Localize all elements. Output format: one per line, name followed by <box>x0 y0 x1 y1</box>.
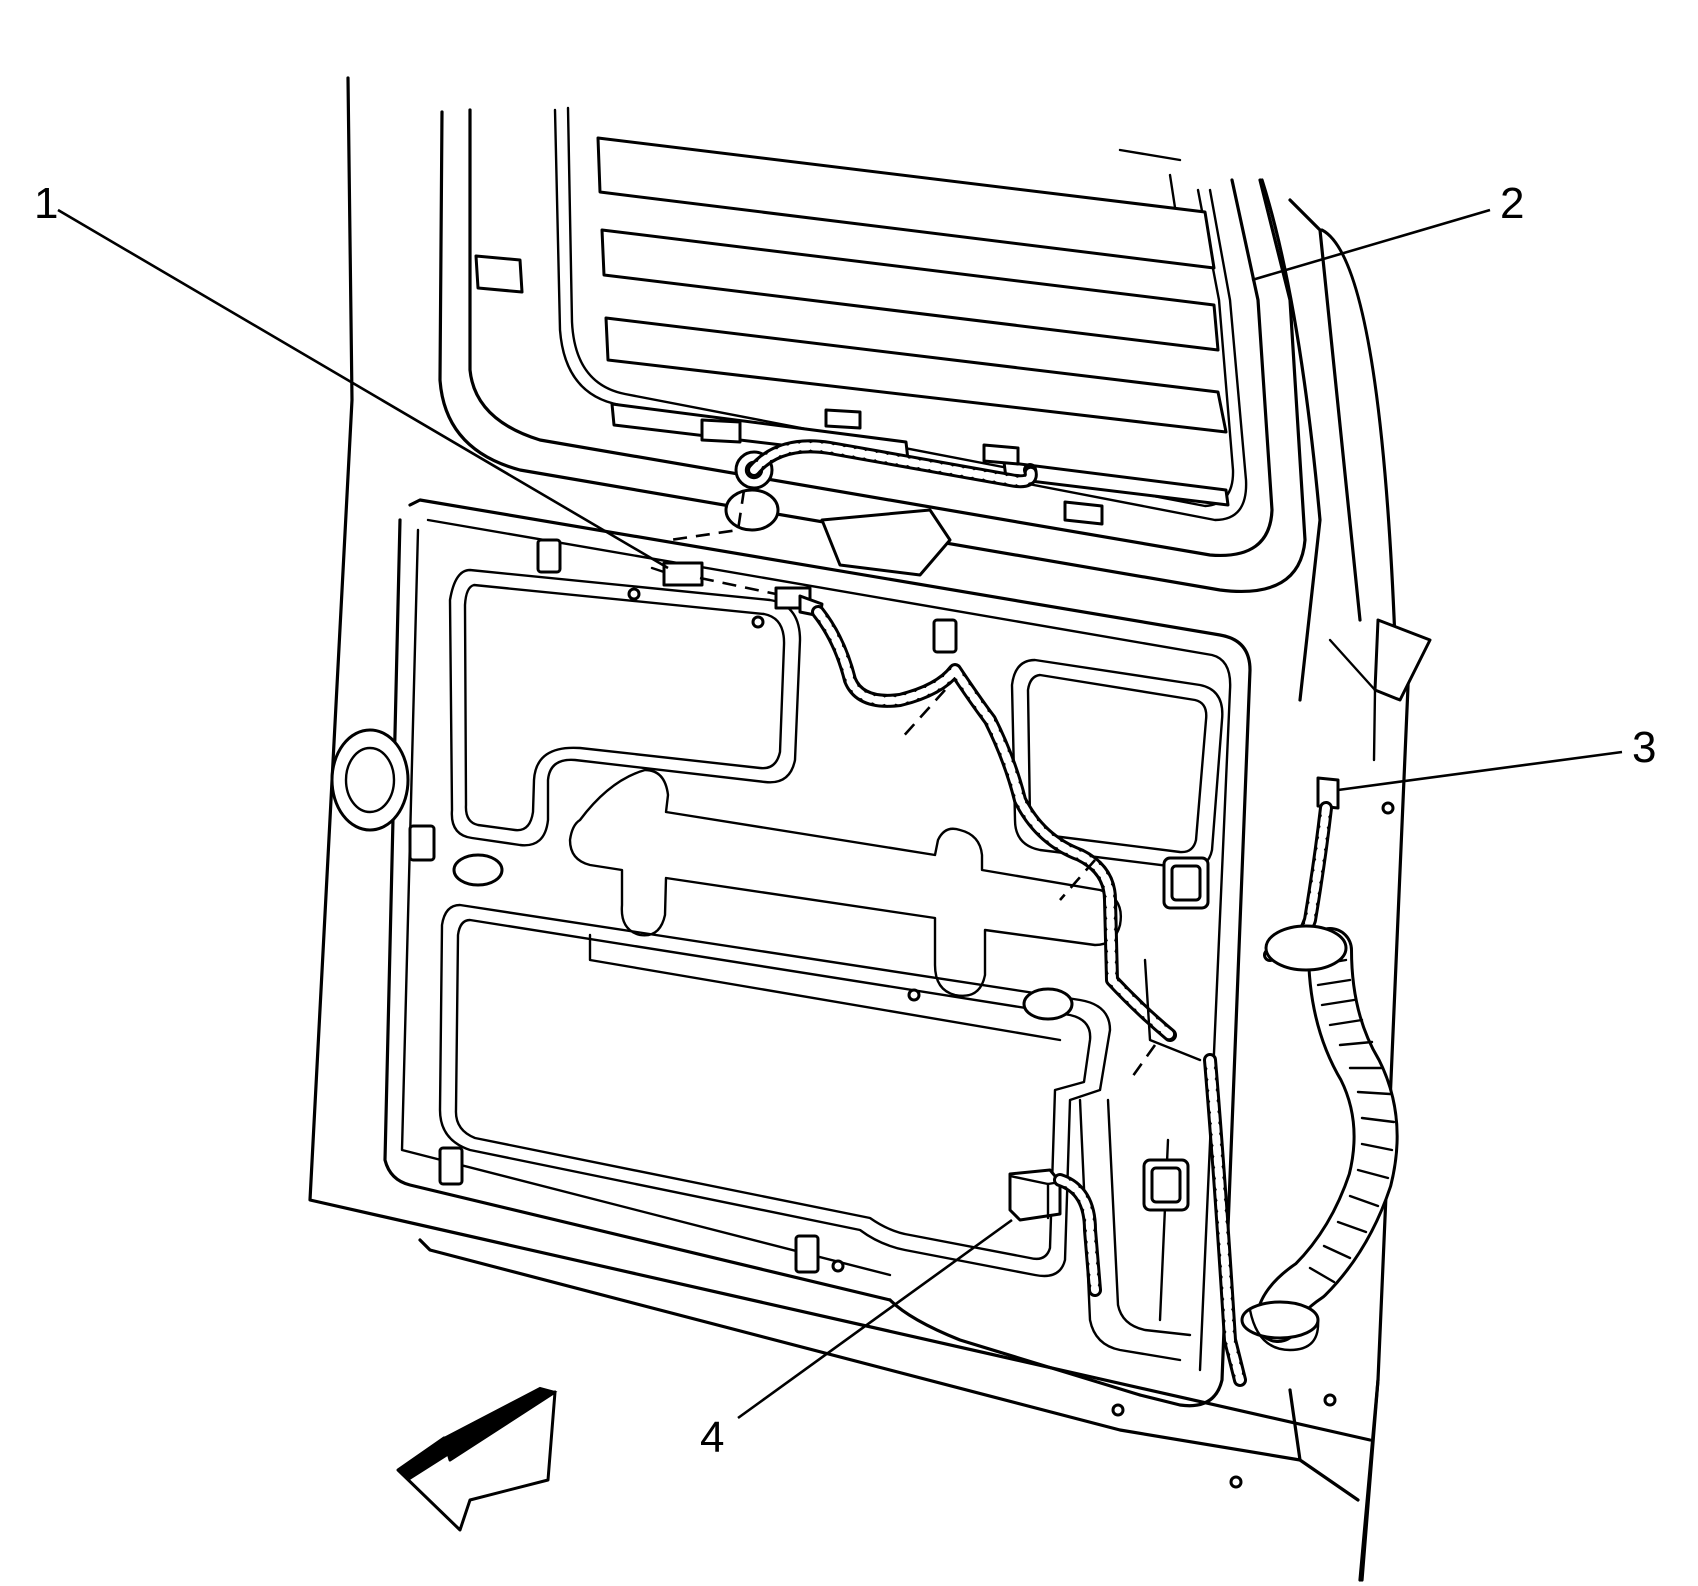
callout-1: 1 <box>34 179 58 228</box>
callout-leaders <box>57 208 1623 1420</box>
callout-2: 2 <box>1500 179 1524 228</box>
leader-1 <box>57 208 669 570</box>
connector-4-module <box>1008 1168 1102 1297</box>
callout-3: 3 <box>1632 723 1656 772</box>
connector-1 <box>662 561 704 587</box>
door-pillar <box>1260 178 1432 762</box>
panel-channel-cross <box>568 768 1122 997</box>
external-loom <box>1240 776 1399 1352</box>
panel-holes <box>330 508 1395 1489</box>
leader-4 <box>737 1218 1013 1420</box>
view-direction-arrow-icon <box>396 1386 558 1532</box>
callout-labels: 1 2 3 4 <box>34 179 1656 1462</box>
upper-harness <box>669 439 1038 542</box>
door-window <box>438 106 1307 593</box>
inner-door-panel <box>383 498 1252 1408</box>
callout-4: 4 <box>700 1413 724 1462</box>
panel-cutout-lower <box>438 903 1112 1278</box>
leader-2 <box>1251 208 1491 282</box>
panel-cutout-upper-left <box>448 568 802 847</box>
door-body <box>308 76 1412 1582</box>
leader-3 <box>1337 750 1623 792</box>
door-harness <box>650 561 1247 1387</box>
